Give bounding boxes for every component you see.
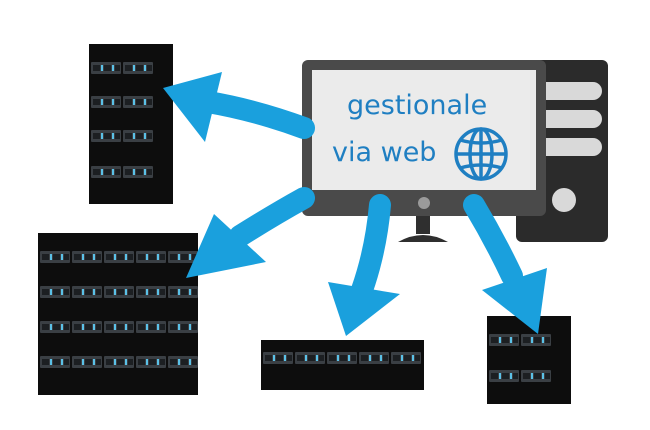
server-rack-icon [261, 340, 424, 390]
drive-unit [295, 352, 325, 364]
drive-unit [72, 286, 102, 298]
drive-unit [104, 286, 134, 298]
drive-unit [104, 251, 134, 263]
screen-title-line-2: via web [332, 137, 436, 168]
drive-unit [123, 96, 153, 108]
monitor-power-led [418, 197, 430, 209]
server-rack-bottom-center [261, 340, 424, 390]
drive-unit [72, 251, 102, 263]
server-rack-bottom-right [487, 316, 571, 404]
drive-unit [91, 62, 121, 74]
drive-bay [530, 82, 602, 100]
drive-unit [359, 352, 389, 364]
drive-unit [104, 321, 134, 333]
drive-bay [530, 138, 602, 156]
drive-unit [168, 356, 198, 368]
server-rack-large-left [38, 233, 198, 395]
server-rack-top-left [89, 44, 173, 204]
screen-title-line-1: gestionale [347, 90, 487, 121]
monitor-stand [398, 235, 448, 242]
globe-icon [454, 127, 508, 181]
drive-unit [521, 370, 551, 382]
drive-bay [530, 110, 602, 128]
drive-unit [489, 334, 519, 346]
drive-unit [136, 321, 166, 333]
monitor-screen [312, 70, 536, 190]
drive-unit [168, 321, 198, 333]
drive-unit [263, 352, 293, 364]
monitor-icon [302, 60, 546, 242]
drive-unit [391, 352, 421, 364]
arrow-to-bottom-center-rack [328, 194, 400, 336]
drive-unit [123, 62, 153, 74]
drive-unit [104, 356, 134, 368]
drive-unit [521, 334, 551, 346]
arrow-to-top-left-rack [163, 72, 315, 142]
power-button-icon [552, 188, 576, 212]
drive-unit [91, 166, 121, 178]
arrow-to-bottom-right-rack [463, 194, 547, 334]
drive-unit [72, 356, 102, 368]
drive-unit [123, 166, 153, 178]
drive-unit [40, 286, 70, 298]
drive-unit [136, 251, 166, 263]
drive-unit [136, 356, 166, 368]
drive-unit [91, 130, 121, 142]
drive-unit [40, 251, 70, 263]
drive-unit [72, 321, 102, 333]
drive-unit [91, 96, 121, 108]
drive-unit [40, 356, 70, 368]
drive-unit [168, 286, 198, 298]
drive-unit [489, 370, 519, 382]
arrow-to-large-left-rack [186, 187, 315, 278]
drive-unit [123, 130, 153, 142]
drive-unit [40, 321, 70, 333]
server-rack-icon [487, 316, 571, 404]
drive-unit [327, 352, 357, 364]
drive-unit [136, 286, 166, 298]
